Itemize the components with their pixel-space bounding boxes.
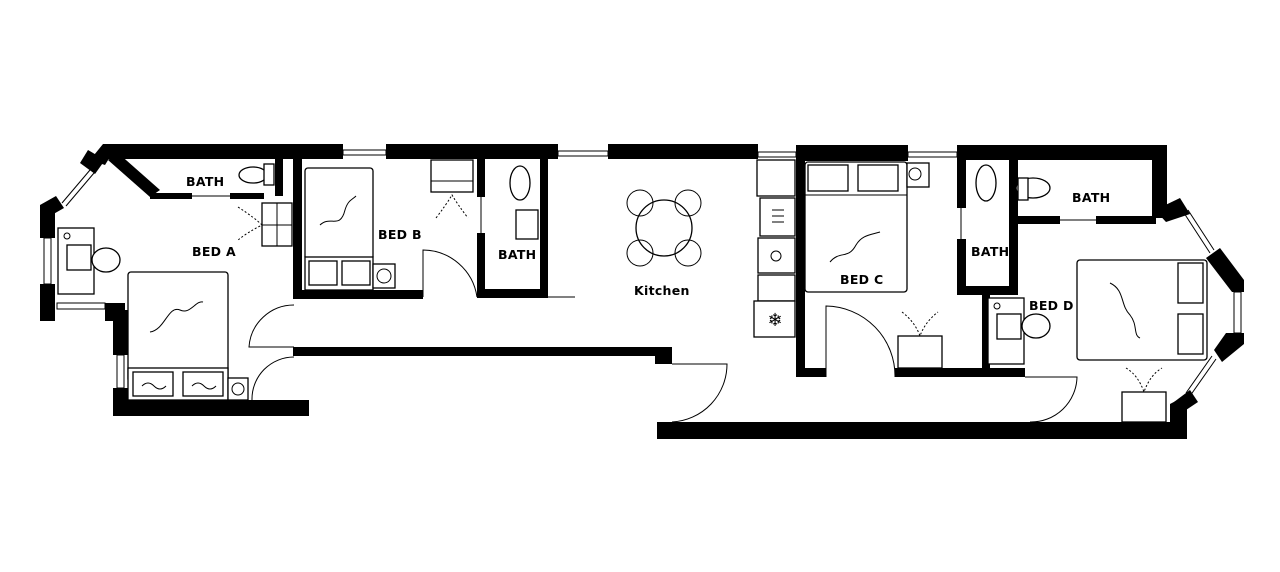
wardrobe-icon [897, 335, 943, 369]
sink-icon [515, 209, 539, 240]
nightstand-lamp-icon [227, 377, 249, 401]
nightstand-lamp-icon [906, 162, 930, 188]
door-swings [192, 195, 1096, 423]
room-label-bath-c: BATH [971, 244, 1010, 259]
fridge-icon [753, 300, 796, 338]
nightstand-lamp-icon [372, 263, 396, 289]
kitchen-sink-icon [757, 237, 796, 274]
svg-text:❄: ❄ [767, 310, 782, 331]
room-label-bed-b: BED B [378, 227, 422, 242]
laptop-icon [66, 244, 92, 271]
room-label-bed-a: BED A [192, 244, 236, 259]
room-label-bed-c: BED C [840, 272, 884, 287]
bed-a-furniture [57, 163, 293, 401]
windows [43, 149, 1242, 397]
kitchen-furniture: ❄ [626, 159, 796, 338]
stove-icon [759, 197, 796, 237]
double-bed-icon [127, 271, 229, 383]
bed-b-furniture [304, 159, 539, 291]
bed-c-furniture [804, 161, 997, 369]
toilet-icon [238, 166, 268, 184]
chair-icon [1021, 313, 1051, 339]
room-label-kitchen: Kitchen [634, 283, 690, 298]
double-bed-icon [1076, 259, 1208, 361]
wardrobe-icon [1121, 391, 1167, 423]
double-bed-icon [304, 167, 374, 261]
chair-icon [91, 247, 121, 273]
room-label-bath-a: BATH [186, 174, 225, 189]
wardrobe-icon [430, 159, 474, 193]
room-label-bath-b: BATH [498, 247, 537, 262]
dining-table-icon [635, 199, 693, 257]
walls [40, 144, 1244, 439]
room-label-bed-d: BED D [1029, 298, 1074, 313]
toilet-icon [975, 164, 997, 202]
toilet-icon [509, 165, 531, 201]
room-label-bath-d: BATH [1072, 190, 1111, 205]
bed-d-furniture [987, 177, 1208, 423]
